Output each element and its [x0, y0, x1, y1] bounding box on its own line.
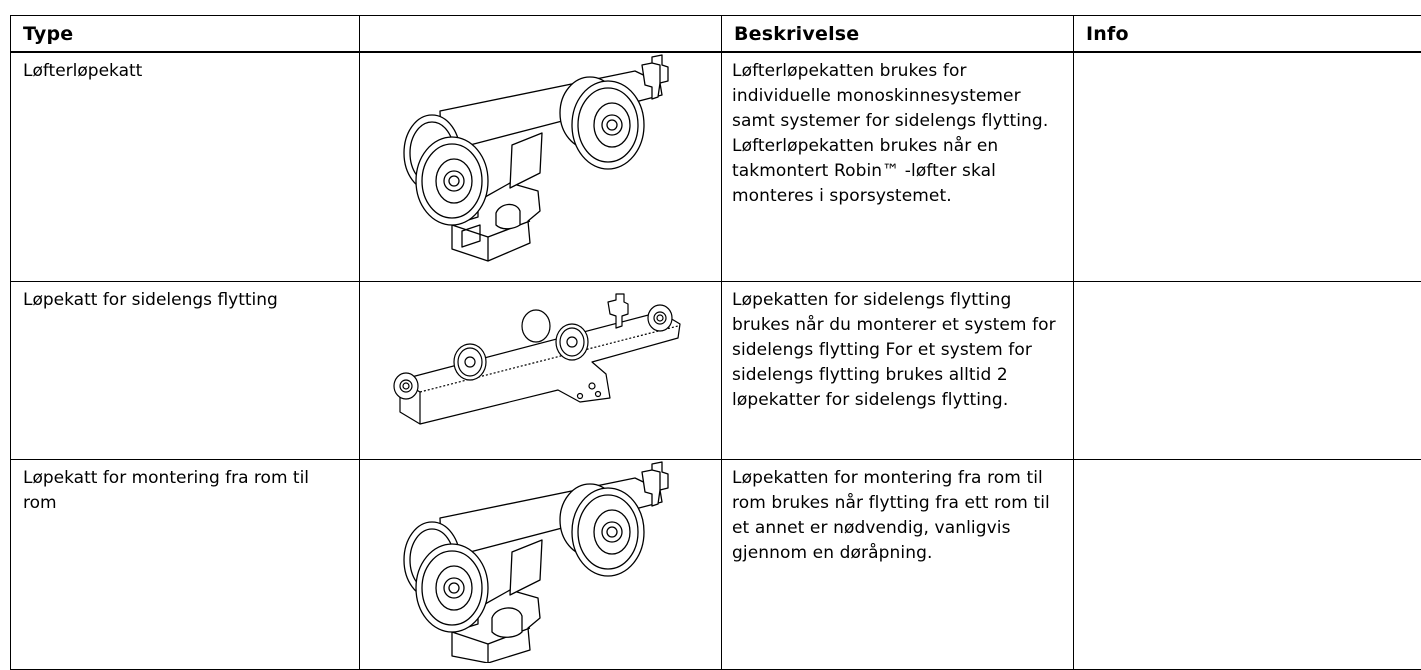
row-description-cell: Løpekatten for montering fra rom til rom… — [722, 460, 1074, 670]
row-image-cell — [360, 52, 722, 282]
row-image-cell — [360, 282, 722, 460]
row-type-cell: Løpekatt for sidelengs flytting — [11, 282, 360, 460]
header-image — [360, 16, 722, 53]
table-row: Løpekatt for montering fra rom til rom — [11, 460, 1421, 670]
header-row: Type Beskrivelse Info — [11, 16, 1421, 53]
row-description-cell: Løfterløpekatten brukes for individuelle… — [722, 52, 1074, 282]
header-type: Type — [11, 16, 360, 53]
product-table: Type Beskrivelse Info Løfterløpekatt — [10, 15, 1421, 670]
row-type-cell: Løfterløpekatt — [11, 52, 360, 282]
row-info-cell — [1074, 460, 1421, 670]
room-to-room-trolley-illustration-icon — [360, 460, 722, 663]
table-row: Løpekatt for sidelengs flytting — [11, 282, 1421, 460]
row-description-cell: Løpekatten for sidelengs flytting brukes… — [722, 282, 1074, 460]
trolley-illustration-icon — [360, 53, 722, 275]
header-info: Info — [1074, 16, 1421, 53]
traverse-trolley-illustration-icon — [360, 282, 722, 453]
row-type-cell: Løpekatt for montering fra rom til rom — [11, 460, 360, 670]
row-image-cell — [360, 460, 722, 670]
row-info-cell — [1074, 52, 1421, 282]
table-row: Løfterløpekatt — [11, 52, 1421, 282]
row-info-cell — [1074, 282, 1421, 460]
header-description: Beskrivelse — [722, 16, 1074, 53]
